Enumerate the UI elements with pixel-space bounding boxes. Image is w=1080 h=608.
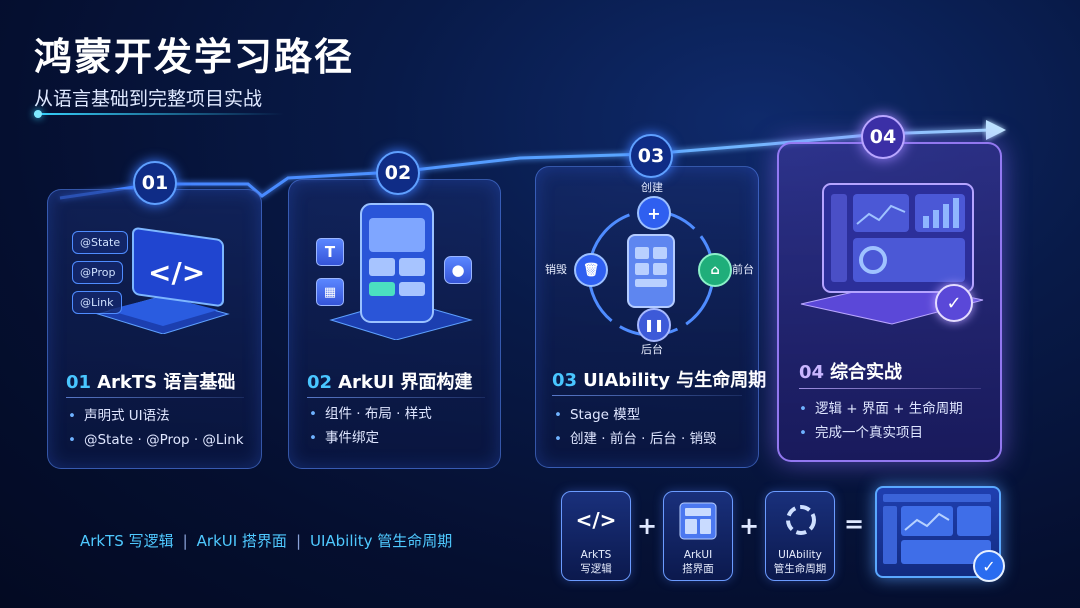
tag-state: @State: [72, 231, 129, 254]
result-dashboard: [883, 494, 991, 564]
grid-icon: ▦: [316, 278, 344, 306]
subtitle-dot: [34, 110, 42, 118]
bullet-item: @State · @Prop · @Link: [68, 428, 244, 452]
card-divider: [799, 388, 981, 389]
code-brackets-icon: </>: [148, 256, 206, 289]
footer-item-uiability: UIAbility 管生命周期: [310, 532, 453, 550]
equation-label: ArkUI: [683, 549, 713, 561]
card-divider: [307, 397, 485, 398]
step-number: 02: [307, 372, 333, 393]
plus-sign: +: [637, 512, 658, 540]
footer-separator: |: [295, 532, 301, 550]
step-name: ArkUI 界面构建: [338, 372, 473, 393]
equation-box-arkui: ArkUI 搭界面: [663, 491, 733, 581]
subtitle-underline: [34, 113, 284, 115]
bullet-list: Stage 模型 创建 · 前台 · 后台 · 销毁: [554, 403, 717, 451]
card-divider: [66, 397, 244, 398]
plus-sign: +: [739, 512, 760, 540]
bullet-item: 组件 · 布局 · 样式: [309, 402, 432, 426]
lifecycle-destroy-label: 销毁: [545, 263, 567, 276]
tag-link: @Link: [72, 291, 122, 314]
step-name: 综合实战: [830, 362, 903, 383]
step-number: 01: [66, 372, 92, 393]
create-icon: +: [637, 196, 671, 230]
cycle-icon: [786, 505, 816, 535]
equation-label: 写逻辑: [580, 563, 612, 575]
step-badge-02: 02: [376, 151, 420, 195]
layout-icon: [679, 502, 717, 540]
equation-label: ArkTS: [580, 549, 612, 561]
bullet-item: 创建 · 前台 · 后台 · 销毁: [554, 427, 717, 451]
home-icon: ⌂: [698, 253, 732, 287]
bullet-item: 声明式 UI语法: [68, 404, 244, 428]
footer-item-arkts: ArkTS 写逻辑: [80, 532, 174, 550]
step-badge-04: 04: [861, 115, 905, 159]
pause-icon: ❚❚: [637, 308, 671, 342]
step-number: 03: [552, 370, 578, 391]
equation-label: 搭界面: [682, 563, 714, 575]
bullet-item: 逻辑 + 界面 + 生命周期: [799, 397, 963, 421]
bullet-item: 完成一个真实项目: [799, 421, 963, 445]
page-subtitle: 从语言基础到完整项目实战: [34, 88, 263, 110]
step-name: UIAbility 与生命周期: [583, 370, 767, 391]
monitor-illustration: [96, 227, 230, 334]
tag-prop: @Prop: [72, 261, 124, 284]
check-icon: ✓: [973, 550, 1005, 582]
equation-box-uiability: UIAbility 管生命周期: [765, 491, 835, 581]
step-badge-01: 01: [133, 161, 177, 205]
bullet-list: 组件 · 布局 · 样式 事件绑定: [309, 402, 432, 450]
bullet-item: Stage 模型: [554, 403, 717, 427]
footer-separator: |: [182, 532, 188, 550]
footer-summary: ArkTS 写逻辑 | ArkUI 搭界面 | UIAbility 管生命周期: [80, 530, 452, 551]
equation-box-arkts: </> ArkTS 写逻辑: [561, 491, 631, 581]
lifecycle-foreground-label: 前台: [732, 263, 754, 276]
check-icon: ✓: [935, 284, 973, 322]
bullet-list: 声明式 UI语法 @State · @Prop · @Link: [68, 404, 244, 452]
lifecycle-ring: [587, 209, 715, 337]
bullet-item: 事件绑定: [309, 426, 432, 450]
step-number: 04: [799, 362, 825, 383]
lifecycle-create-label: 创建: [641, 181, 663, 194]
step-name: ArkTS 语言基础: [97, 372, 236, 393]
page-title: 鸿蒙开发学习路径: [34, 35, 355, 79]
equals-sign: =: [844, 510, 865, 538]
code-brackets-icon: </>: [575, 508, 617, 532]
circle-shape-icon: ●: [444, 256, 472, 284]
equation-label: 管生命周期: [773, 563, 827, 575]
equation-label: UIAbility: [778, 549, 822, 561]
lifecycle-background-label: 后台: [641, 343, 663, 356]
dashboard-check-icon: ✓: [875, 486, 1005, 582]
card-divider: [552, 395, 742, 396]
step-badge-03: 03: [629, 134, 673, 178]
text-T-icon: T: [316, 238, 344, 266]
footer-item-arkui: ArkUI 搭界面: [196, 532, 287, 550]
bullet-list: 逻辑 + 界面 + 生命周期 完成一个真实项目: [799, 397, 963, 445]
trash-icon: 🗑: [574, 253, 608, 287]
phone-illustration: [329, 203, 473, 340]
